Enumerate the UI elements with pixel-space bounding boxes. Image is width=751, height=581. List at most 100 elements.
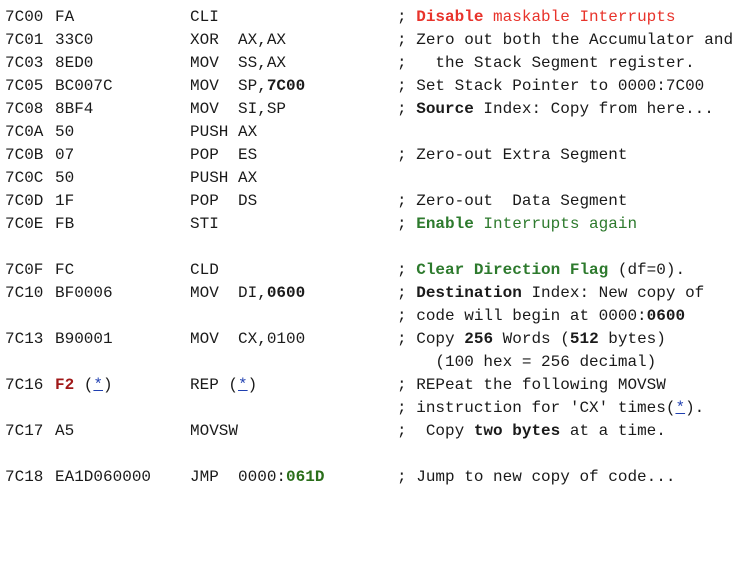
comment-separator: ;: [397, 376, 407, 394]
address: 7C0C: [5, 169, 44, 187]
address: 7C18: [5, 468, 44, 486]
comment-text: Index: Copy from here...: [473, 100, 714, 118]
machine-bytes: FA: [55, 8, 75, 26]
machine-bytes: 8BF4: [55, 100, 94, 118]
comment-keyword: Disable: [416, 8, 484, 26]
machine-bytes: 8ED0: [55, 54, 94, 72]
instruction: MOVSW: [190, 422, 239, 440]
code-line-7c13: 7C13 B90001 MOV CX,0100 ; Copy 256 Words…: [0, 328, 751, 351]
code-line-7c03: 7C03 8ED0 MOV SS,AX ; the Stack Segment …: [0, 52, 751, 75]
code-line-7c17: 7C17 A5 MOVSW ; Copy two bytes at a time…: [0, 420, 751, 443]
address: 7C03: [5, 54, 44, 72]
comment: ; Enable Interrupts again: [397, 213, 637, 236]
comment-text: Zero-out Extra Segment: [416, 146, 628, 164]
comment-separator: ;: [397, 54, 407, 72]
comment-text: Jump to new copy of code...: [416, 468, 676, 486]
footnote-link[interactable]: *: [675, 399, 686, 417]
instruction: STI: [190, 215, 219, 233]
address: 7C0F: [5, 261, 44, 279]
machine-bytes: FB: [55, 215, 75, 233]
code-line-7c0e: 7C0E FB STI ; Enable Interrupts again: [0, 213, 751, 236]
comment-keyword: Clear Direction Flag: [416, 261, 609, 279]
comment-text: Set Stack Pointer to 0000:7C00: [416, 77, 705, 95]
comment-text: (df=0).: [608, 261, 686, 279]
comment-separator: ;: [397, 8, 407, 26]
comment-text: bytes): [598, 330, 666, 348]
code-line-7c16-cont: ; instruction for 'CX' times(*).: [0, 397, 751, 420]
instruction-mnemonic: MOV SP,: [190, 77, 267, 95]
code-line-7c00: 7C00 FA CLI ; Disable maskable Interrupt…: [0, 6, 751, 29]
code-line-7c18: 7C18 EA1D060000 JMP 0000:061D ; Jump to …: [0, 466, 751, 489]
machine-bytes: F2 (*): [55, 376, 113, 394]
code-line-7c0d: 7C0D 1F POP DS ; Zero-out Data Segment: [0, 190, 751, 213]
instruction: CLI: [190, 8, 219, 26]
comment-separator: ;: [397, 100, 407, 118]
instruction: PUSH AX: [190, 169, 258, 187]
code-line-7c0c: 7C0C 50 PUSH AX: [0, 167, 751, 190]
machine-bytes: 50: [55, 169, 75, 187]
instruction: MOV DI,0600: [190, 282, 305, 305]
comment-text: Index: New copy of: [521, 284, 705, 302]
address: 7C05: [5, 77, 44, 95]
instruction: MOV SI,SP: [190, 100, 287, 118]
comment: ; instruction for 'CX' times(*).: [397, 397, 704, 420]
comment-number: 512: [569, 330, 599, 348]
machine-bytes: A5: [55, 422, 75, 440]
comment: ; Zero-out Extra Segment: [397, 144, 627, 167]
address: 7C00: [5, 8, 44, 26]
code-line-7c16: 7C16 F2 (*) REP (*) ; REPeat the followi…: [0, 374, 751, 397]
comment-keyword: Source: [416, 100, 474, 118]
instruction-mnemonic: REP: [190, 376, 219, 394]
comment-separator: ;: [397, 422, 407, 440]
instruction: JMP 0000:061D: [190, 466, 324, 489]
instruction: XOR AX,AX: [190, 31, 287, 49]
comment-separator: ;: [397, 215, 407, 233]
comment-text: ).: [685, 399, 705, 417]
address: 7C0A: [5, 123, 44, 141]
comment-text: code will begin at 0000:: [406, 307, 647, 325]
address: 7C0E: [5, 215, 44, 233]
comment-text: maskable Interrupts: [483, 8, 676, 26]
address: 7C01: [5, 31, 44, 49]
comment-separator: ;: [397, 261, 407, 279]
comment: ; REPeat the following MOVSW: [397, 374, 666, 397]
address: 7C13: [5, 330, 44, 348]
address: 7C16: [5, 376, 44, 394]
machine-bytes: FC: [55, 261, 75, 279]
comment-text: (100 hex = 256 decimal): [406, 353, 657, 371]
code-line-7c05: 7C05 BC007C MOV SP,7C00 ; Set Stack Poin…: [0, 75, 751, 98]
comment-separator: ;: [397, 399, 407, 417]
code-line-7c0b: 7C0B 07 POP ES ; Zero-out Extra Segment: [0, 144, 751, 167]
code-line-7c13-cont: (100 hex = 256 decimal): [0, 351, 751, 374]
comment: ; Destination Index: New copy of: [397, 282, 704, 305]
footnote-link[interactable]: *: [238, 376, 248, 394]
code-line-7c08: 7C08 8BF4 MOV SI,SP ; Source Index: Copy…: [0, 98, 751, 121]
comment: ; Copy two bytes at a time.: [397, 420, 666, 443]
comment-text: Interrupts again: [473, 215, 638, 233]
address: 7C10: [5, 284, 44, 302]
machine-bytes: BC007C: [55, 77, 113, 95]
instruction: MOV SS,AX: [190, 54, 287, 72]
comment-text: Copy: [416, 422, 474, 440]
opcode-prefix: F2: [55, 376, 75, 394]
comment: ; Disable maskable Interrupts: [397, 6, 675, 29]
comment-separator: ;: [397, 146, 407, 164]
machine-bytes: 33C0: [55, 31, 94, 49]
machine-bytes: 1F: [55, 192, 75, 210]
code-line-7c10: 7C10 BF0006 MOV DI,0600 ; Destination In…: [0, 282, 751, 305]
comment: ; Clear Direction Flag (df=0).: [397, 259, 685, 282]
code-line-7c01: 7C01 33C0 XOR AX,AX ; Zero out both the …: [0, 29, 751, 52]
comment: ; Copy 256 Words (512 bytes): [397, 328, 666, 351]
instruction-mnemonic: MOV DI,: [190, 284, 267, 302]
comment-keyword: Enable: [416, 215, 474, 233]
instruction-operand: 0600: [266, 284, 306, 302]
comment-keyword: two bytes: [473, 422, 561, 440]
comment-separator: ;: [397, 284, 407, 302]
comment-text: at a time.: [560, 422, 666, 440]
footnote-link[interactable]: *: [93, 376, 104, 394]
comment-text: Copy: [416, 330, 465, 348]
instruction: POP DS: [190, 192, 258, 210]
comment-text: Zero out both the Accumulator and: [416, 31, 734, 49]
instruction-operand: 7C00: [266, 77, 306, 95]
comment-separator: ;: [397, 468, 407, 486]
